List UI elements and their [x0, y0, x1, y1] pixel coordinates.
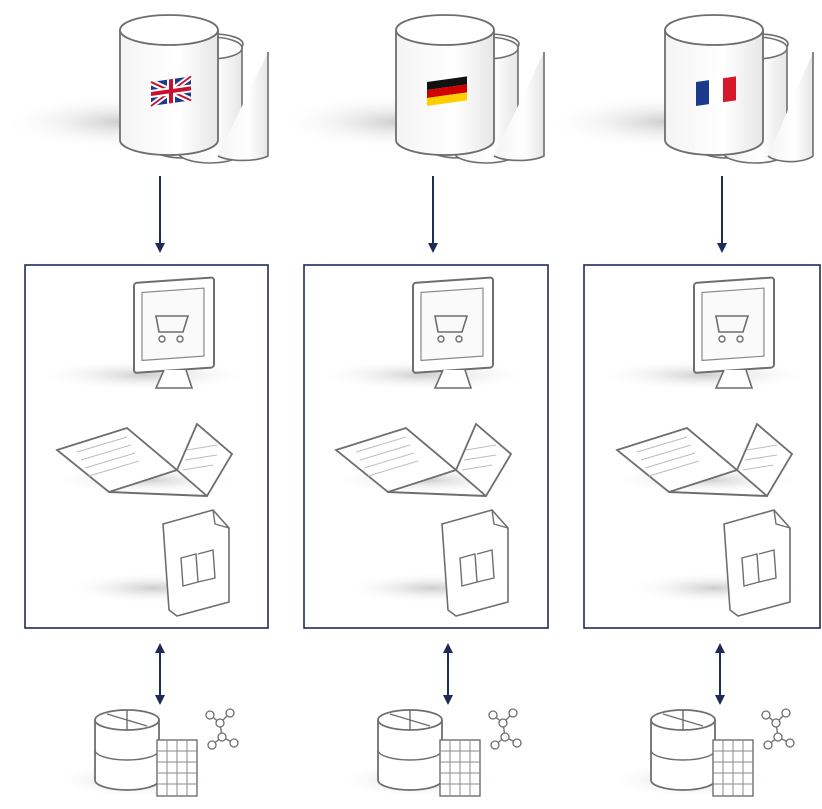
column-french [545, 14, 821, 798]
open-book-icon [52, 422, 242, 498]
column-german [276, 14, 549, 798]
monitor-cart-icon [594, 276, 814, 391]
document-book-icon [63, 509, 243, 617]
document-book-icon [342, 509, 522, 617]
column-english [0, 14, 269, 798]
open-book-icon [612, 422, 802, 498]
uk-flag-icon [149, 74, 193, 109]
source-database-uk [0, 14, 269, 164]
source-database-de [276, 14, 545, 164]
database-grid-network-icon [338, 708, 522, 798]
database-grid-network-icon [611, 708, 795, 798]
document-book-icon [624, 509, 804, 617]
source-database-fr [545, 14, 814, 164]
database-grid-network-icon [55, 708, 239, 798]
france-flag-icon [696, 76, 736, 106]
monitor-cart-icon [313, 276, 533, 391]
open-book-icon [331, 422, 521, 498]
monitor-cart-icon [34, 276, 254, 391]
germany-flag-icon [427, 76, 467, 106]
